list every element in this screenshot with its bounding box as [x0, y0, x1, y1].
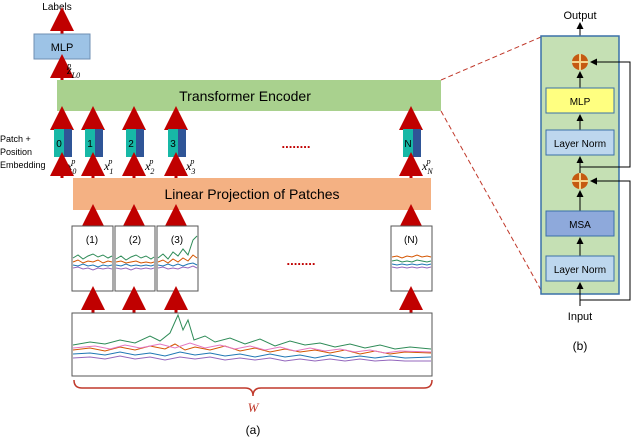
token-3-index: 3	[170, 139, 176, 150]
token-1: 1 x1p	[81, 106, 113, 176]
layer-norm-bottom-block	[545, 255, 615, 282]
patch-1: (1)	[71, 225, 114, 292]
patch-3: (3)	[156, 225, 199, 292]
token-n: N xNp	[399, 106, 433, 176]
patch-n-label: (N)	[404, 235, 418, 246]
input-label: Input	[568, 311, 592, 323]
mlp-head-label: MLP	[51, 42, 74, 54]
embedding-label-line2: Position	[0, 147, 32, 157]
linear-projection-label: Linear Projection of Patches	[164, 186, 339, 202]
embedding-label-line3: Embedding	[0, 160, 46, 170]
embedding-label-line1: Patch +	[0, 134, 31, 144]
token-2-index: 2	[128, 139, 134, 150]
token-2: 2 x2p	[122, 106, 154, 176]
caption-b: (b)	[573, 339, 588, 353]
zoom-line-top	[440, 36, 542, 81]
patch-ellipsis: ........	[287, 253, 316, 268]
series-to-patch-arrows	[81, 286, 423, 313]
mlp-block-label: MLP	[570, 97, 591, 108]
layer-norm-bottom-label: Layer Norm	[554, 265, 606, 276]
token-0: 0 x0p	[50, 106, 76, 176]
token-2-var: x2p	[144, 157, 154, 176]
msa-block-label: MSA	[569, 220, 591, 231]
token-ellipsis: ........	[282, 136, 311, 151]
skip-connection-upper	[580, 58, 631, 168]
labels-text: Labels	[42, 2, 71, 13]
residual-add-bottom	[572, 173, 588, 189]
token-3: 3 x3p	[164, 106, 195, 176]
token-1-var: x1p	[103, 157, 113, 176]
mlp-block	[545, 87, 615, 114]
output-label: Output	[563, 10, 596, 22]
patch-3-label: (3)	[171, 235, 183, 246]
token-0-var: x0p	[66, 157, 76, 176]
z-output-label: zL0p	[66, 61, 80, 80]
window-brace	[73, 379, 433, 397]
token-0-index: 0	[56, 139, 62, 150]
layer-norm-top-label: Layer Norm	[554, 139, 606, 150]
caption-a: (a)	[246, 423, 261, 437]
token-n-index: N	[404, 139, 411, 150]
patch-2-label: (2)	[129, 235, 141, 246]
residual-add-top	[572, 54, 588, 70]
patch-1-label: (1)	[86, 235, 98, 246]
transformer-encoder-label: Transformer Encoder	[179, 88, 311, 104]
window-label: W	[248, 400, 260, 415]
time-series-window	[71, 312, 433, 377]
msa-block	[545, 210, 615, 237]
patch-to-projection-arrows	[81, 204, 423, 228]
projection-to-token-arrows	[50, 152, 423, 178]
transformer-encoder-box	[57, 80, 441, 111]
patch-n: (N)	[390, 225, 433, 292]
token-1-index: 1	[87, 139, 93, 150]
token-n-var: xNp	[421, 157, 433, 176]
skip-connection-lower	[580, 177, 631, 301]
zoom-line-bottom	[440, 110, 542, 291]
layer-norm-top-block	[545, 129, 615, 156]
token-3-var: x3p	[185, 157, 195, 176]
patch-2: (2)	[114, 225, 156, 292]
